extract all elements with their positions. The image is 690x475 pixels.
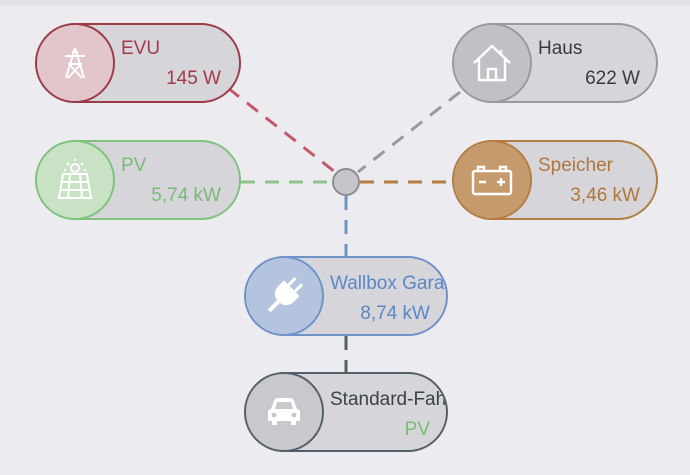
wallbox-title: Wallbox Garage — [330, 273, 446, 294]
haus-value: 622 W — [585, 68, 640, 89]
evu-node[interactable]: EVU 145 W — [35, 23, 241, 103]
vehicle-node[interactable]: Standard-Fahrzeug PV — [244, 372, 448, 452]
speicher-title: Speicher — [538, 155, 613, 176]
vehicle-value: PV — [404, 419, 430, 440]
car-icon — [268, 398, 300, 425]
haus-icon-circle — [454, 25, 532, 101]
speicher-icon-circle — [454, 142, 532, 218]
solar-panel-icon — [57, 159, 93, 199]
battery-icon — [471, 165, 513, 196]
house-icon — [473, 44, 511, 82]
haus-title: Haus — [538, 38, 583, 59]
top-edge-bar — [0, 0, 690, 6]
evu-value: 145 W — [166, 68, 221, 89]
wallbox-value: 8,74 kW — [360, 303, 430, 324]
speicher-value: 3,46 kW — [570, 185, 640, 206]
wallbox-icon-circle — [246, 258, 324, 334]
flow-hub — [332, 168, 360, 196]
vehicle-title: Standard-Fahrzeug — [330, 389, 447, 410]
vehicle-icon-circle — [246, 374, 324, 450]
evu-title: EVU — [121, 38, 161, 59]
flow-line-evu — [227, 86, 336, 174]
speicher-node[interactable]: Speicher 3,46 kW — [452, 140, 658, 220]
haus-node[interactable]: Haus 622 W — [452, 23, 658, 103]
wallbox-node[interactable]: Wallbox Garage 8,74 kW — [244, 256, 448, 336]
power-tower-icon — [65, 47, 85, 79]
flow-line-haus — [357, 90, 461, 174]
plug-icon — [267, 277, 303, 313]
evu-icon-circle — [37, 25, 115, 101]
pv-node[interactable]: PV 5,74 kW — [35, 140, 241, 220]
pv-value: 5,74 kW — [151, 185, 221, 206]
pv-icon-circle — [37, 142, 115, 218]
pv-title: PV — [121, 155, 147, 176]
